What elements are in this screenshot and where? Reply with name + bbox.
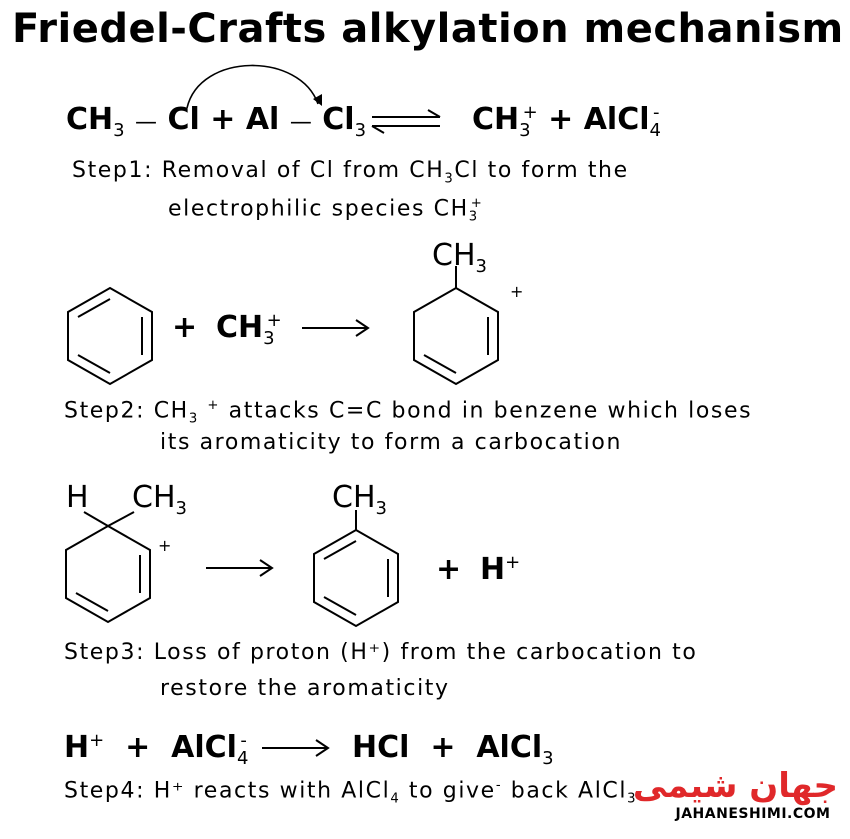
alcl3-subscript: 3 bbox=[542, 748, 554, 769]
alcl3-label: AlCl bbox=[476, 730, 543, 765]
step2-text-b: attacks C=C bond in benzene which loses bbox=[220, 398, 753, 424]
benzene-ring-icon bbox=[67, 286, 153, 386]
equation-3-proton: H+ bbox=[480, 552, 520, 587]
ch3-subscript: 3 bbox=[519, 120, 531, 141]
ch3-subscript: 3 bbox=[175, 498, 187, 519]
equation-1-reactants: CH3 — Cl + Al — Cl3 bbox=[66, 102, 366, 141]
equation-3-plus: + bbox=[436, 552, 462, 587]
plus-sign: + bbox=[548, 102, 574, 137]
step2-text-c: its aromaticity to form a carbocation bbox=[160, 430, 622, 455]
ch3-label: CH bbox=[432, 238, 476, 273]
step4-text-c: back AlCl bbox=[502, 778, 628, 804]
cyclohexadienyl-ring-icon bbox=[413, 266, 499, 386]
equation-4-products: HCl + AlCl3 bbox=[352, 730, 554, 769]
ch3-label: CH bbox=[332, 480, 376, 515]
step1-text-c: electrophilic species CH bbox=[168, 196, 469, 222]
equilibrium-arrow-icon bbox=[371, 109, 441, 134]
step4-text-a: Step4: H⁺ reacts with AlCl bbox=[64, 778, 391, 804]
step2-text-a: Step2: CH bbox=[64, 398, 189, 424]
equation-3-product-ch3: CH3 bbox=[332, 480, 387, 519]
positive-charge: + bbox=[266, 310, 282, 331]
hcl-label: HCl bbox=[352, 730, 410, 765]
plus-sign: + bbox=[210, 102, 236, 137]
page-title: Friedel-Crafts alkylation mechanism bbox=[12, 6, 844, 52]
step3-line1: Step3: Loss of proton (H⁺) from the carb… bbox=[64, 640, 698, 665]
positive-charge: + bbox=[89, 730, 105, 751]
ch3-subscript: 3 bbox=[375, 498, 387, 519]
watermark-brand: جهان شیمی bbox=[632, 766, 838, 806]
positive-charge: + bbox=[505, 552, 521, 573]
step4-superscript: - bbox=[495, 778, 503, 793]
plus-sign: + bbox=[125, 730, 151, 765]
step1-superscript: + bbox=[470, 196, 484, 211]
ch3-subscript: 3 bbox=[475, 256, 487, 277]
al-label: Al bbox=[245, 102, 280, 137]
cl3-subscript: 3 bbox=[354, 120, 367, 141]
step4-subscript: 4 bbox=[390, 791, 401, 807]
negative-charge: - bbox=[240, 730, 247, 751]
cl-label: Cl bbox=[167, 102, 200, 137]
bond-dash: — bbox=[135, 110, 158, 135]
watermark-site: JAHANESHIMI.COM bbox=[675, 806, 831, 822]
step3-line2: restore the aromaticity bbox=[160, 676, 450, 701]
step2-line1: Step2: CH3 + attacks C=C bond in benzene… bbox=[64, 398, 752, 427]
arenium-charge: + bbox=[158, 536, 172, 555]
proton-label: H bbox=[480, 552, 506, 587]
ch3-label: CH bbox=[66, 102, 114, 137]
equation-3-h: H bbox=[66, 480, 89, 515]
bond-dash: — bbox=[289, 110, 312, 135]
toluene-ring-icon bbox=[313, 510, 399, 628]
step1-subscript: 3 bbox=[444, 171, 455, 187]
alcl4-subscript: 4 bbox=[649, 120, 661, 141]
positive-charge: + bbox=[522, 102, 538, 123]
carbocation-charge: + bbox=[510, 282, 524, 301]
equation-2-plus: + bbox=[172, 310, 198, 345]
step1-line2: electrophilic species CH3+ bbox=[168, 196, 483, 225]
step2-subscript: 3 bbox=[188, 411, 199, 427]
step1-text-b: Cl to form the bbox=[454, 158, 629, 183]
ch3-subscript: 3 bbox=[113, 120, 125, 141]
step4-text-b: to give bbox=[400, 778, 496, 804]
alcl4-anion: AlCl bbox=[171, 730, 237, 765]
equation-4-reactants: H+ + AlCl4- bbox=[64, 730, 249, 769]
watermark: جهان شیمی JAHANESHIMI.COM bbox=[632, 766, 838, 832]
equation-3-ch3: CH3 bbox=[132, 480, 187, 519]
cl3-label: Cl bbox=[322, 102, 355, 137]
ch3-label: CH bbox=[132, 480, 176, 515]
equation-2-electrophile: CH3+ bbox=[216, 310, 282, 349]
step2-superscript: + bbox=[207, 398, 221, 413]
equation-1-products: CH3+ + AlCl4- bbox=[472, 102, 661, 141]
reaction-arrow-icon bbox=[206, 559, 274, 577]
ch3-subscript: 3 bbox=[263, 328, 275, 349]
equation-2-product-ch3: CH3 bbox=[432, 238, 487, 277]
step1-text-a: Step1: Removal of Cl from CH bbox=[72, 158, 445, 183]
proton-label: H bbox=[64, 730, 90, 765]
alcl4-anion: AlCl bbox=[583, 102, 650, 137]
step4-line: Step4: H⁺ reacts with AlCl4 to give- bac… bbox=[64, 778, 637, 807]
ch3-label: CH bbox=[216, 310, 264, 345]
arenium-ring-icon bbox=[65, 511, 151, 624]
alcl4-subscript: 4 bbox=[236, 748, 249, 769]
reaction-arrow-icon bbox=[262, 739, 330, 757]
plus-sign: + bbox=[430, 730, 456, 765]
step2-line2: its aromaticity to form a carbocation bbox=[160, 430, 622, 455]
step1-subscript: 3 bbox=[468, 209, 479, 225]
step4-subscript: 3 bbox=[627, 791, 638, 807]
reaction-arrow-icon bbox=[302, 319, 370, 337]
negative-charge: - bbox=[652, 102, 660, 123]
ch3-cation: CH bbox=[472, 102, 520, 137]
step1-line1: Step1: Removal of Cl from CH3Cl to form … bbox=[72, 158, 629, 186]
